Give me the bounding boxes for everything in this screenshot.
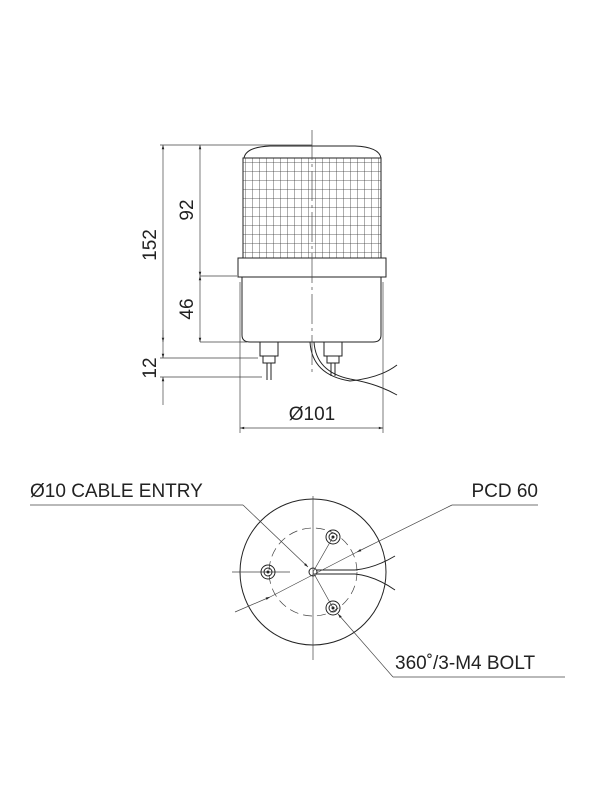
lens-dome	[243, 145, 382, 159]
dim-base-height: 46	[177, 298, 198, 319]
leader-lines	[30, 504, 565, 678]
dim-lens-height: 92	[177, 199, 198, 220]
dimension-lines	[160, 144, 384, 433]
label-bolt: 360˚/3-M4 BOLT	[395, 653, 535, 674]
dim-terminal-length: 12	[140, 357, 161, 378]
pcd-circle	[268, 527, 358, 617]
label-cable-entry: Ø10 CABLE ENTRY	[30, 481, 203, 502]
cable-entry	[308, 567, 318, 577]
bottom-view: Ø10 CABLE ENTRY PCD 60 360˚/3-M4 BOLT	[30, 481, 565, 678]
base	[241, 277, 382, 343]
terminal-left	[259, 341, 279, 380]
cable	[317, 555, 396, 591]
dim-diameter: Ø101	[289, 404, 335, 425]
bolt-left	[260, 564, 276, 580]
label-pcd: PCD 60	[471, 481, 538, 502]
bolt-radius-lines	[312, 536, 334, 609]
dim-overall-height: 152	[140, 229, 161, 261]
cable	[309, 341, 398, 396]
terminal-right	[323, 341, 343, 376]
side-view: 152 92 46 12 Ø101	[140, 130, 398, 433]
